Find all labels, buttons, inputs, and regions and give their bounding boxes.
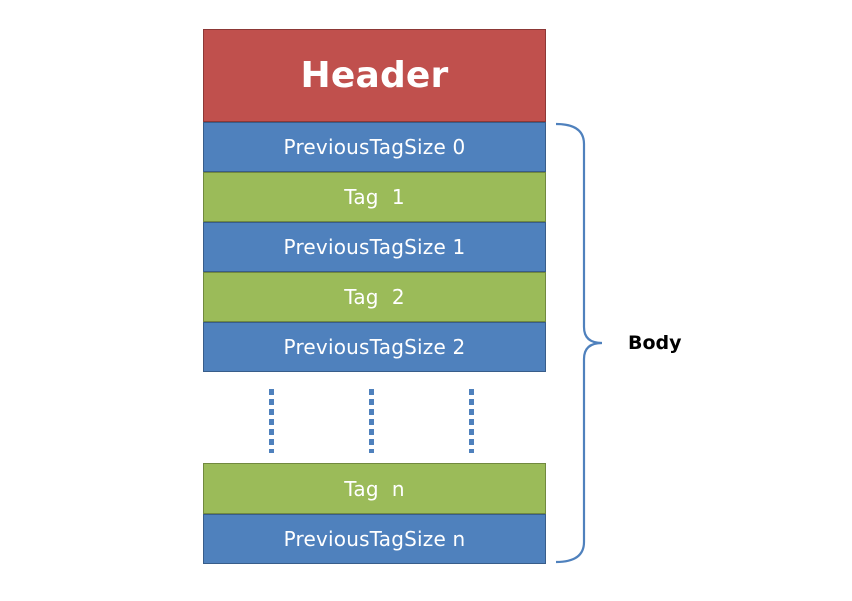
previous-tag-size-n-block: PreviousTagSize n xyxy=(203,514,546,564)
tag-2-label: Tag 2 xyxy=(344,285,405,309)
tag-1-block: Tag 1 xyxy=(203,172,546,222)
tag-2-block: Tag 2 xyxy=(203,272,546,322)
tag-1-label: Tag 1 xyxy=(344,185,405,209)
previous-tag-size-1-label: PreviousTagSize 1 xyxy=(283,235,466,259)
header-label: Header xyxy=(300,55,449,96)
previous-tag-size-0-label: PreviousTagSize 0 xyxy=(283,135,466,159)
previous-tag-size-1-block: PreviousTagSize 1 xyxy=(203,222,546,272)
ellipsis-dots-left xyxy=(269,389,274,453)
body-label: Body xyxy=(628,332,682,354)
tag-n-block: Tag n xyxy=(203,463,546,514)
body-brace-path xyxy=(555,122,603,564)
previous-tag-size-0-block: PreviousTagSize 0 xyxy=(203,122,546,172)
previous-tag-size-2-label: PreviousTagSize 2 xyxy=(283,335,466,359)
tag-n-label: Tag n xyxy=(344,476,405,501)
previous-tag-size-n-label: PreviousTagSize n xyxy=(283,527,466,551)
ellipsis-dots-middle xyxy=(369,389,374,453)
ellipsis-dots-right xyxy=(469,389,474,453)
previous-tag-size-2-block: PreviousTagSize 2 xyxy=(203,322,546,372)
header-block: Header xyxy=(203,29,546,122)
